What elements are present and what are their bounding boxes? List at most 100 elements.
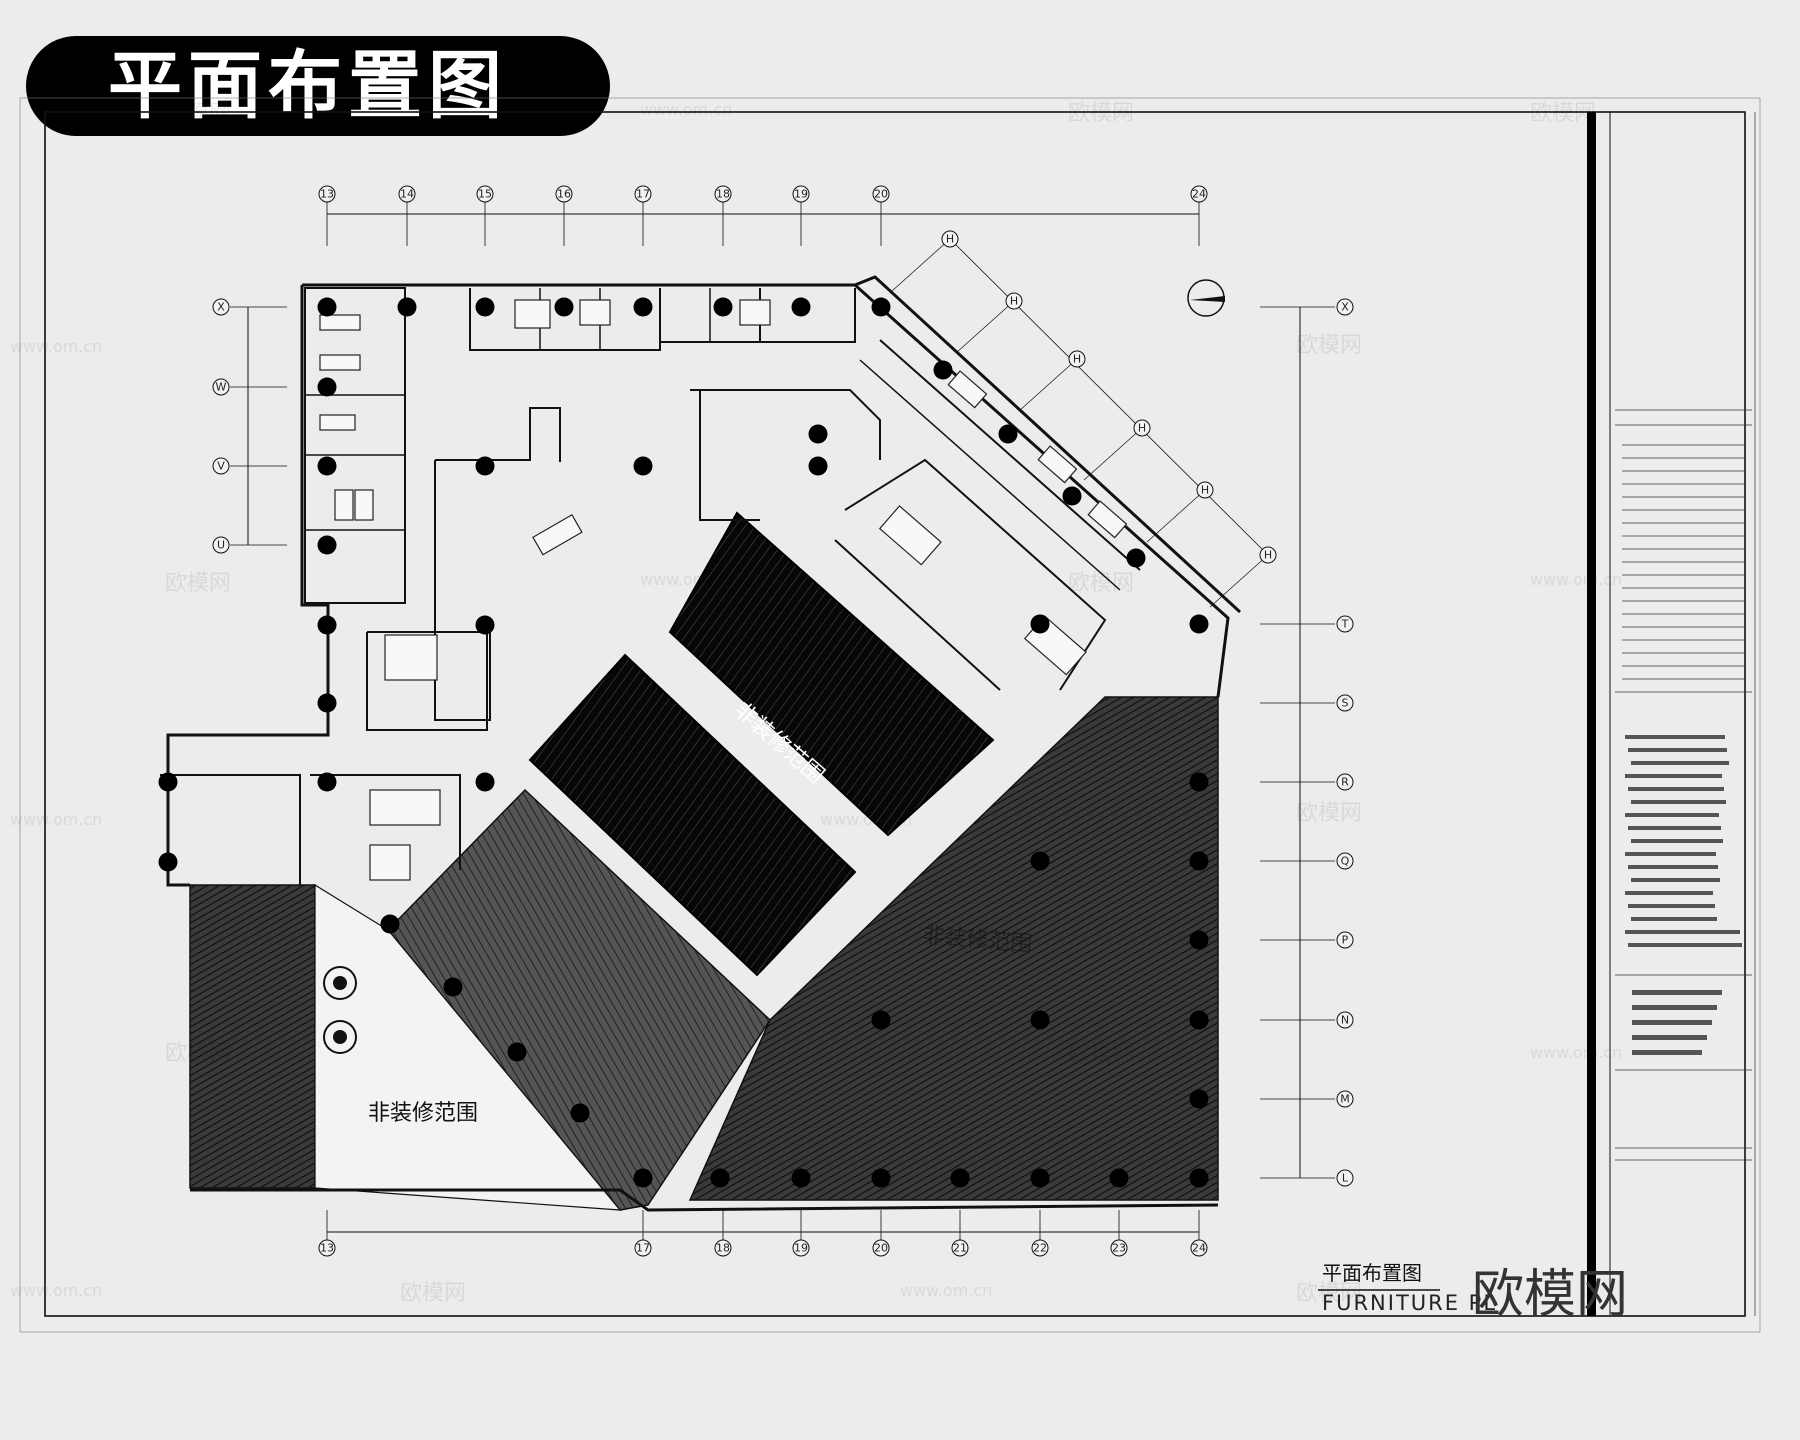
column	[1030, 1010, 1050, 1030]
axis-right-N-bubble	[1336, 1011, 1354, 1029]
axis-bottom-24-bubble	[1190, 1239, 1208, 1257]
axis-bottom-20-bubble	[872, 1239, 890, 1257]
axis-top-15-bubble	[476, 185, 494, 203]
axis-bottom-21-bubble	[951, 1239, 969, 1257]
column	[710, 1168, 730, 1188]
watermark-text: 欧模网	[165, 1041, 231, 1066]
axis-bottom-22-bubble	[1031, 1239, 1049, 1257]
axis-top-19-bubble	[792, 185, 810, 203]
axis-left-V-bubble	[212, 457, 230, 475]
watermark-text: 欧模网	[165, 571, 231, 596]
north-arrow-icon	[1187, 279, 1225, 317]
axis-diag-5-bubble	[1196, 481, 1214, 499]
column	[998, 424, 1018, 444]
page-title: 平面布置图	[108, 43, 508, 129]
axis-right-N-label: N	[1341, 1014, 1349, 1027]
watermark-url: www.om.cn	[640, 100, 732, 119]
plan-title-en: FURNITURE PL	[1322, 1291, 1497, 1315]
watermark-text: 欧模网	[165, 101, 231, 126]
column	[633, 297, 653, 317]
axis-top-19-label: 19	[794, 188, 808, 201]
axis-bottom-23-bubble	[1110, 1239, 1128, 1257]
column	[317, 535, 337, 555]
axis-bottom-23-label: 23	[1112, 1242, 1126, 1255]
axis-left-X-bubble	[212, 298, 230, 316]
black-block-lower	[528, 653, 857, 977]
watermark-url: www.om.cn	[10, 810, 102, 829]
plan-title-cn: 平面布置图	[1322, 1261, 1422, 1285]
axis-right-Q-label: Q	[1341, 855, 1350, 868]
axis-right-S-label: S	[1342, 697, 1349, 710]
lounge-furniture	[323, 966, 357, 1054]
column	[475, 297, 495, 317]
watermark-text: 欧模网	[1296, 801, 1362, 826]
column	[633, 456, 653, 476]
watermark-url: www.om.cn	[900, 1281, 992, 1300]
column	[1030, 851, 1050, 871]
watermark-text: 欧模网	[1296, 333, 1362, 358]
watermark-url: www.om.cn	[10, 337, 102, 356]
column	[397, 297, 417, 317]
column	[1189, 772, 1209, 792]
axis-right-R-label: R	[1341, 776, 1349, 789]
axis-top-13-bubble	[318, 185, 336, 203]
column	[317, 693, 337, 713]
column	[475, 456, 495, 476]
column	[570, 1103, 590, 1123]
axis-top-17-label: 17	[636, 188, 650, 201]
axis-top-13-label: 13	[320, 188, 334, 201]
axis-diag-6-bubble	[1259, 546, 1277, 564]
axis-left-W-bubble	[212, 378, 230, 396]
axis-right-X-label: X	[1341, 301, 1349, 314]
axis-right-L-bubble	[1336, 1169, 1354, 1187]
column	[475, 772, 495, 792]
axis-top-20-label: 20	[874, 188, 888, 201]
axis-bottom-13-bubble	[318, 1239, 336, 1257]
axis-left-X-label: X	[217, 301, 225, 314]
watermark-url: www.om.cn	[640, 570, 732, 589]
axis-top-15-label: 15	[478, 188, 492, 201]
column	[791, 1168, 811, 1188]
column	[1030, 614, 1050, 634]
axis-top-18-label: 18	[716, 188, 730, 201]
axis-bottom-18-bubble	[714, 1239, 732, 1257]
drawing-frame	[19, 97, 1761, 1333]
column	[1062, 486, 1082, 506]
axis-diag-2-bubble	[1005, 292, 1023, 310]
axis-right-T-bubble	[1336, 615, 1354, 633]
column	[158, 772, 178, 792]
column	[380, 914, 400, 934]
column	[1189, 851, 1209, 871]
column	[950, 1168, 970, 1188]
column	[808, 456, 828, 476]
column	[554, 297, 574, 317]
axis-top-24-label: 24	[1192, 188, 1206, 201]
column	[1189, 1168, 1209, 1188]
axis-bottom-24-label: 24	[1192, 1242, 1206, 1255]
axis-right-M-label: M	[1340, 1093, 1350, 1106]
axis-diag-2-label: H	[1010, 295, 1018, 308]
axis-right-P-bubble	[1336, 931, 1354, 949]
watermark-url: www.om.cn	[820, 810, 912, 829]
column	[791, 297, 811, 317]
axis-bottom-17-label: 17	[636, 1242, 650, 1255]
black-block-upper	[668, 511, 995, 837]
axis-right-R-bubble	[1336, 773, 1354, 791]
axis-left-U-bubble	[212, 536, 230, 554]
column	[713, 297, 733, 317]
axis-right-M-bubble	[1336, 1090, 1354, 1108]
watermark-text: 欧模网	[1296, 1281, 1362, 1306]
column	[475, 615, 495, 635]
hatched-zone-right	[688, 696, 1219, 1201]
axis-top-14-bubble	[398, 185, 416, 203]
axis-top-16-bubble	[555, 185, 573, 203]
plan-title-block: 平面布置图 FURNITURE PL 欧模网	[1318, 1261, 1628, 1325]
axis-diag-1-bubble	[941, 230, 959, 248]
axis-bottom-19-label: 19	[794, 1242, 808, 1255]
axis-diag-3-bubble	[1068, 350, 1086, 368]
axis-bottom-13-label: 13	[320, 1242, 334, 1255]
axis-right-S-bubble	[1336, 694, 1354, 712]
building-walls	[160, 275, 1242, 1212]
